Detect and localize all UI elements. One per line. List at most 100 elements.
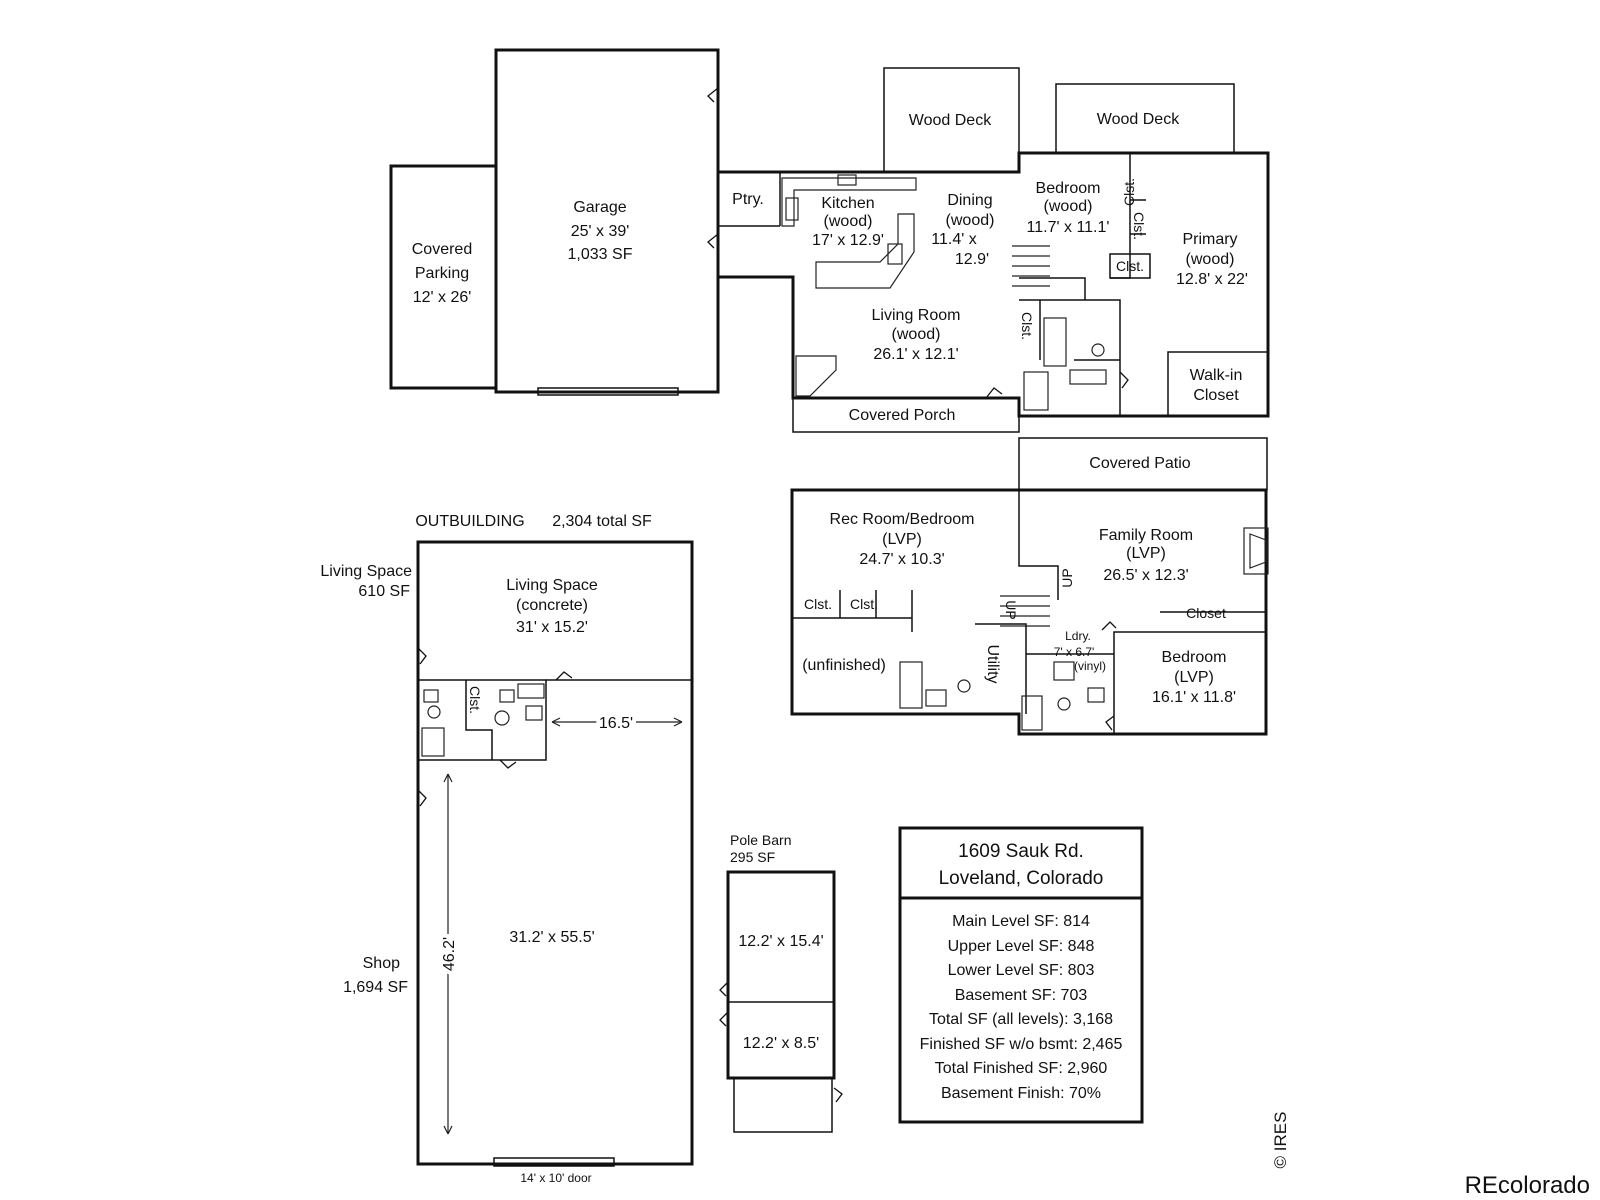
upper-closet-3: Clst. [1116, 258, 1144, 274]
pole-barn-annex [733, 1077, 833, 1133]
outbuilding-total: 2,304 total SF [552, 513, 652, 530]
pole-barn-door-2 [719, 1011, 729, 1027]
covered-parking-dims: 12' x 26' [413, 289, 472, 306]
outbuilding-plan [416, 540, 694, 1167]
stair-lower [1000, 595, 1050, 627]
pole-barn-area: 295 SF [730, 849, 775, 865]
fireplace-inner [1249, 533, 1267, 569]
main-level-labels: Garage 25' x 39' 1,033 SF Covered Parkin… [412, 111, 1248, 424]
walk-in-closet-name2: Closet [1193, 387, 1239, 404]
primary-name: Primary [1182, 231, 1237, 248]
outbuilding-sink [423, 689, 439, 703]
toilet-upper [1091, 343, 1105, 357]
stair-up-1: UP [1059, 568, 1075, 587]
covered-parking-name1: Covered [412, 241, 472, 258]
island-cooktop [887, 243, 903, 265]
washer-dryer [1053, 661, 1075, 681]
info-line-basement: Basement SF: 703 [955, 987, 1088, 1004]
garage-outline [494, 48, 720, 394]
living-space-side-name: Living Space [320, 563, 412, 580]
shower-upper [1023, 371, 1049, 411]
dim-height-label: 46.2' [441, 937, 458, 971]
info-line-finished-wo-bsmt: Finished SF w/o bsmt: 2,465 [920, 1036, 1123, 1053]
outbuilding-utility-box [517, 683, 545, 699]
rec-room-dims: 24.7' x 10.3' [859, 551, 944, 568]
covered-porch-outline [792, 397, 1020, 433]
upper-closet-4: Clst. [1019, 312, 1035, 340]
utility-label: Utility [984, 644, 1001, 683]
living-room-dims: 26.1' x 12.1' [873, 346, 958, 363]
rec-closets [792, 590, 913, 619]
living-room-name: Living Room [872, 307, 961, 324]
stair-upper [1012, 245, 1050, 287]
pole-barn-door-1 [719, 981, 729, 997]
kitchen-name: Kitchen [821, 195, 874, 212]
pole-barn-labels: Pole Barn 295 SF 12.2' x 15.4' 12.2' x 8… [730, 832, 824, 1052]
outbuilding-outline [416, 540, 694, 1166]
lower-closet-b: Clst. [850, 596, 878, 612]
shower-lower [1021, 695, 1043, 731]
outbuilding-bath-block [418, 679, 547, 761]
stair-up-2: UP [1003, 600, 1019, 619]
dining-name: Dining [947, 192, 992, 209]
wood-deck-1-outline [883, 67, 1020, 173]
outbuilding-water-heater [494, 710, 510, 726]
toilet-lower-1 [957, 679, 971, 693]
garage-dims: 25' x 39' [571, 223, 630, 240]
pole-barn-name: Pole Barn [730, 832, 791, 848]
upper-closet-1: Clst. [1121, 178, 1137, 206]
family-room-dims: 26.5' x 12.3' [1103, 567, 1188, 584]
info-address-line1: 1609 Sauk Rd. [958, 841, 1084, 862]
info-line-total-sf: Total SF (all levels): 3,168 [929, 1011, 1113, 1028]
info-line-main-level: Main Level SF: 814 [952, 913, 1090, 930]
info-line-basement-finish: Basement Finish: 70% [941, 1085, 1101, 1102]
shop-door [493, 1157, 615, 1167]
pole-barn-room1: 12.2' x 15.4' [738, 933, 823, 950]
kitchen-island [815, 213, 915, 289]
unfinished-label: (unfinished) [802, 657, 886, 674]
rec-room-floor: (LVP) [882, 531, 922, 548]
garage-door [537, 387, 679, 396]
lower-closet-a: Clst. [804, 596, 832, 612]
wood-deck-2-label: Wood Deck [1097, 111, 1180, 128]
kitchen-stove [785, 197, 799, 221]
lower-door-1 [1101, 621, 1117, 631]
sink-lower-2 [1087, 687, 1105, 703]
toilet-lower-2 [1057, 697, 1071, 711]
shop-dims: 31.2' x 55.5' [509, 929, 594, 946]
pole-barn-room2: 12.2' x 8.5' [743, 1035, 819, 1052]
primary-dims: 12.8' x 22' [1176, 271, 1248, 288]
dining-floor: (wood) [946, 212, 995, 229]
laundry-floor: (vinyl) [1074, 659, 1106, 673]
dining-dims2: 12.9' [955, 251, 989, 268]
living-space-name: Living Space [506, 577, 598, 594]
lower-bedroom-dims: 16.1' x 11.8' [1152, 689, 1236, 706]
info-box: 1609 Sauk Rd. Loveland, Colorado Main Le… [898, 826, 1144, 1124]
vanity-upper [1069, 369, 1107, 385]
outbuilding-title: OUTBUILDING [415, 513, 524, 530]
pole-barn-plan [719, 870, 843, 1133]
covered-porch-label: Covered Porch [849, 407, 956, 424]
front-door [985, 387, 1003, 399]
recolorado-watermark: REcolorado [1465, 1172, 1590, 1199]
living-space-side-area: 610 SF [358, 583, 410, 600]
upper-closet-box [1109, 253, 1151, 279]
lower-closet-long: Closet [1186, 605, 1226, 621]
rec-family-divider [1018, 490, 1059, 600]
rec-room-name: Rec Room/Bedroom [830, 511, 975, 528]
pole-barn-door-3 [833, 1087, 843, 1103]
dim-width-label: 16.5' [599, 715, 633, 732]
outbuilding-labels: OUTBUILDING 2,304 total SF Living Space … [320, 513, 652, 1185]
main-level-plan [389, 48, 1270, 433]
kitchen-sink [837, 174, 857, 186]
living-room-floor: (wood) [892, 326, 941, 343]
kitchen-counter [781, 177, 917, 227]
bedroom-dims: 11.7' x 11.1' [1027, 219, 1110, 236]
lower-level-labels: Covered Patio Rec Room/Bedroom (LVP) 24.… [802, 455, 1236, 706]
living-fireplace [795, 355, 837, 397]
info-box-outline [898, 826, 1144, 1124]
outbuilding-appliance-1 [499, 689, 515, 703]
primary-floor: (wood) [1186, 251, 1235, 268]
living-space-floor: (concrete) [516, 597, 588, 614]
wood-deck-2-outline [1055, 83, 1235, 154]
